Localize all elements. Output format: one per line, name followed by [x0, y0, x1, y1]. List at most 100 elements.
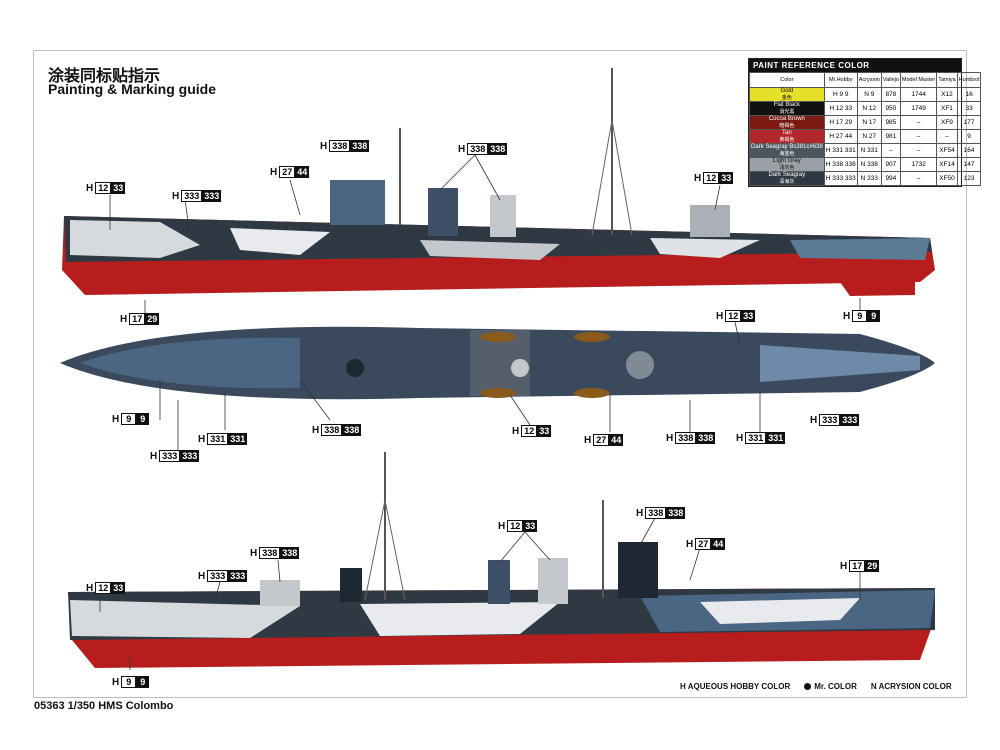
callout-prefix: H [840, 560, 848, 572]
callout-mr-code: 338 [666, 507, 686, 519]
callout-prefix: H [512, 425, 520, 437]
paint-code-mm: – [899, 115, 938, 130]
callout-hobby-code: 27 [279, 166, 296, 178]
paint-code-mm: – [899, 129, 938, 144]
callout-mr-code: 33 [741, 310, 756, 322]
callout-hobby-code: 27 [695, 538, 712, 550]
color-legend: H AQUEOUS HOBBY COLOR Mr. COLOR N ACRYSI… [680, 682, 952, 691]
callout-hobby-code: 12 [725, 310, 742, 322]
callout-prefix: H [498, 520, 506, 532]
paint-name-cn: 黄褐色 [779, 137, 795, 143]
legend-mr-label: Mr. COLOR [814, 682, 857, 691]
callout-mr-code: 338 [350, 140, 370, 152]
callout-prefix: H [86, 582, 94, 594]
callout-mr-code: 9 [867, 310, 881, 322]
callout-prefix: H [250, 547, 258, 559]
callout-mr-code: 44 [609, 434, 624, 446]
callout-mr-code: 333 [202, 190, 222, 202]
paint-code-n: N 333 [856, 171, 882, 186]
callout-prefix: H [458, 143, 466, 155]
legend-mr: Mr. COLOR [804, 682, 857, 691]
paint-code-humbrol: 33 [956, 101, 982, 116]
header-tamiya: Tamiya [936, 72, 958, 88]
callout-prefix: H [112, 413, 120, 425]
paint-code-humbrol: 9 [956, 129, 982, 144]
paint-code-n: N 9 [856, 87, 882, 102]
callout-mr-code: 331 [228, 433, 248, 445]
paint-code-h: H 12 33 [823, 101, 858, 116]
paint-name-cn: 浅灰色 [779, 165, 795, 171]
callout-mr-code: 33 [719, 172, 734, 184]
paint-name: Tan [782, 130, 792, 136]
paint-code-n: N 331 [856, 143, 882, 158]
callout-mr-code: 9 [136, 676, 150, 688]
ship-profile-bottom [68, 452, 935, 668]
paint-code-h: H 333 333 [823, 171, 858, 186]
callout-mr-code: 29 [145, 313, 160, 325]
header-color: Color [749, 72, 825, 88]
header-model-master: Model Master [899, 72, 938, 88]
callout-prefix: H [736, 432, 744, 444]
paint-code-tamiya: XF9 [936, 115, 958, 130]
callout-hobby-code: 12 [703, 172, 720, 184]
paint-code-n: N 338 [856, 157, 882, 172]
paint-code-tamiya: XF14 [936, 157, 958, 172]
paint-code-mm: 1749 [899, 101, 938, 116]
paint-code-humbrol: 164 [956, 143, 982, 158]
paint-code-vallejo: 878 [880, 87, 901, 102]
paint-code-vallejo: 950 [880, 101, 901, 116]
callout-mr-code: 33 [111, 582, 126, 594]
callout-prefix: H [172, 190, 180, 202]
callout-hobby-code: 333 [819, 414, 841, 426]
callout-hobby-code: 331 [207, 433, 229, 445]
callout-hobby-code: 338 [675, 432, 697, 444]
callout-mr-code: 9 [136, 413, 150, 425]
paint-code-h: H 338 338 [823, 157, 858, 172]
paint-code-humbrol: 177 [956, 115, 982, 130]
ship-profile-top [62, 68, 935, 296]
callout-hobby-code: 12 [521, 425, 538, 437]
paint-code-tamiya: XF1 [936, 101, 958, 116]
paint-name-cn: 消光黑 [779, 109, 795, 115]
callout-prefix: H [686, 538, 694, 550]
paint-code-vallejo: 907 [880, 157, 901, 172]
callout-mr-code: 33 [537, 425, 552, 437]
callout-prefix: H [320, 140, 328, 152]
paint-code-tamiya: X12 [936, 87, 958, 102]
heading-chinese: 涂装同标贴指示 [48, 66, 161, 85]
header-mrhobby: Mr.Hobby [823, 72, 858, 88]
callout-mr-code: 333 [228, 570, 248, 582]
product-caption: 05363 1/350 HMS Colombo [34, 700, 174, 712]
callout-prefix: H [843, 310, 851, 322]
paint-code-n: N 12 [856, 101, 882, 116]
paint-code-mm: 1744 [899, 87, 938, 102]
paint-name: Gold [780, 88, 794, 94]
paint-code-h: H 331 331 [823, 143, 858, 158]
paint-code-humbrol: 16 [956, 87, 982, 102]
callout-hobby-code: 12 [95, 582, 112, 594]
paint-code-humbrol: 147 [956, 157, 982, 172]
callout-prefix: H [198, 433, 206, 445]
callout-prefix: H [312, 424, 320, 436]
